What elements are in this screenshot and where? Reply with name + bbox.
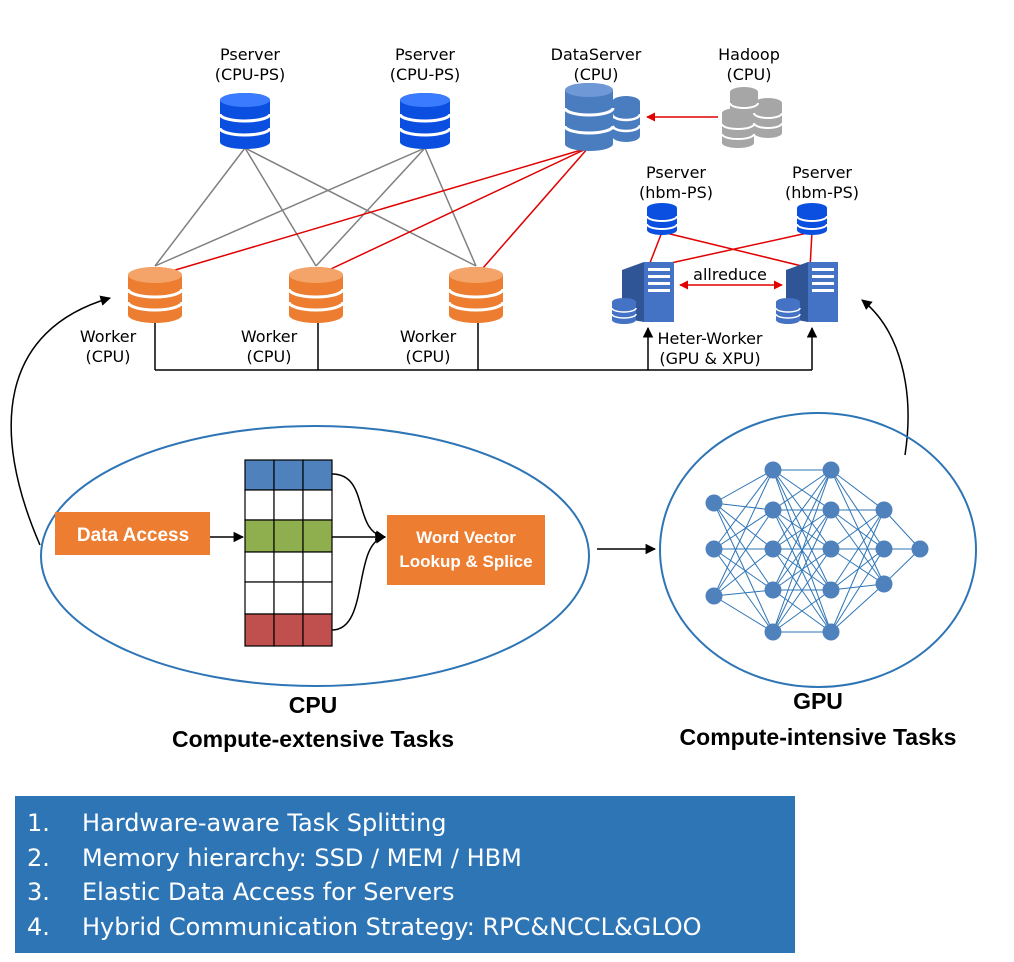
gray-links	[154, 147, 477, 267]
nn-node-icon	[764, 540, 782, 558]
heter-worker-type: (GPU & XPU)	[659, 349, 760, 368]
nn-node-icon	[705, 494, 723, 512]
cpu-region	[40, 425, 590, 687]
worker-3-name: Worker	[400, 327, 457, 346]
nn-node-icon	[764, 623, 782, 641]
feature-item: 1. Hardware-aware Task Splitting	[27, 806, 795, 841]
worker-3-icon	[447, 267, 505, 323]
pserver-hbm-1-type: (hbm-PS)	[639, 183, 713, 202]
nn-node-icon	[875, 501, 893, 519]
pserver-cpu-1-type: (CPU-PS)	[215, 65, 286, 84]
feature-text: Hardware-aware Task Splitting	[82, 809, 447, 837]
pserver-cpu-2-icon	[398, 93, 452, 149]
nn-node-icon	[822, 540, 840, 558]
worker-3-type: (CPU)	[405, 347, 450, 366]
pserver-cpu-1-name: Pserver	[220, 45, 280, 64]
pserver-cpu-2-type: (CPU-PS)	[390, 65, 461, 84]
gpu-subtitle: Compute-intensive Tasks	[680, 724, 957, 750]
nn-node-icon	[764, 581, 782, 599]
nn-node-icon	[764, 461, 782, 479]
nn-node-icon	[822, 581, 840, 599]
worker-1-type: (CPU)	[85, 347, 130, 366]
lookup-splice-label-1: Word Vector	[416, 528, 516, 547]
worker-2-name: Worker	[241, 327, 298, 346]
neural-network-icon	[705, 461, 929, 641]
gpu-region	[659, 412, 977, 688]
dataserver-name: DataServer	[551, 45, 642, 64]
lookup-splice-label-2: Lookup & Splice	[399, 552, 532, 571]
worker-2-icon	[287, 267, 345, 323]
pserver-hbm-2-icon	[796, 203, 828, 235]
pserver-hbm-2-name: Pserver	[792, 163, 852, 182]
gpu-feedback-arrow	[861, 299, 909, 456]
nn-node-icon	[822, 461, 840, 479]
cpu-feedback-arrow	[10, 295, 112, 546]
worker-bus	[154, 320, 818, 371]
hadoop-name: Hadoop	[718, 45, 780, 64]
feature-number: 1.	[27, 809, 50, 837]
feature-text: Memory hierarchy: SSD / MEM / HBM	[82, 843, 522, 872]
embedding-table	[244, 459, 333, 647]
gpu-title: GPU	[793, 688, 843, 714]
nn-node-icon	[875, 575, 893, 593]
feature-number: 4.	[27, 912, 50, 941]
lookup-arrows	[331, 473, 387, 631]
cpu-title: CPU	[289, 692, 338, 718]
feature-text: Hybrid Communication Strategy: RPC&NCCL&…	[82, 912, 702, 941]
nn-node-icon	[705, 540, 723, 558]
pserver-cpu-2-name: Pserver	[395, 45, 455, 64]
nn-node-icon	[822, 501, 840, 519]
worker-2-type: (CPU)	[246, 347, 291, 366]
hadoop-icon	[721, 87, 783, 148]
heter-worker-name: Heter-Worker	[657, 329, 762, 348]
feature-item: 2. Memory hierarchy: SSD / MEM / HBM	[27, 841, 795, 876]
nn-node-icon	[822, 623, 840, 641]
heter-worker-1-server-icon	[611, 262, 674, 324]
data-access-box	[55, 512, 210, 555]
nn-node-icon	[705, 587, 723, 605]
feature-number: 3.	[27, 878, 50, 906]
pserver-hbm-1-name: Pserver	[646, 163, 706, 182]
worker-1-icon	[126, 267, 184, 323]
feature-list-panel: 1. Hardware-aware Task Splitting 2. Memo…	[15, 796, 795, 953]
nn-node-icon	[875, 540, 893, 558]
data-access-label: Data Access	[77, 525, 189, 546]
allreduce-label: allreduce	[693, 265, 767, 284]
feature-number: 2.	[27, 843, 50, 872]
worker-1-name: Worker	[80, 327, 137, 346]
nn-node-icon	[911, 540, 929, 558]
heter-worker-2-server-icon	[775, 262, 838, 324]
cpu-subtitle: Compute-extensive Tasks	[172, 726, 454, 752]
dataserver-type: (CPU)	[573, 65, 618, 84]
pserver-cpu-1-icon	[218, 93, 272, 149]
feature-text: Elastic Data Access for Servers	[82, 878, 455, 906]
feature-item: 3. Elastic Data Access for Servers	[27, 875, 795, 910]
pserver-hbm-2-type: (hbm-PS)	[785, 183, 859, 202]
nn-node-icon	[764, 501, 782, 519]
hadoop-type: (CPU)	[726, 65, 771, 84]
feature-item: 4. Hybrid Communication Strategy: RPC&NC…	[27, 910, 795, 945]
pserver-hbm-1-icon	[646, 203, 678, 235]
dataserver-icon	[563, 83, 642, 151]
lookup-splice-box	[387, 515, 545, 585]
